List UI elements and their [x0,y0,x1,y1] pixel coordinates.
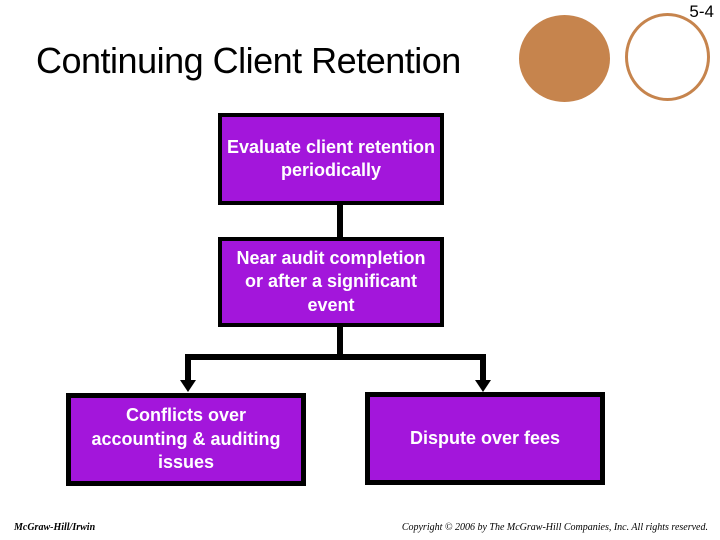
flowchart-node-label: Conflicts over accounting & auditing iss… [91,405,281,473]
connector-branch-horizontal [185,354,486,360]
arrowhead-down-right-icon [475,380,491,392]
connector-near-audit-stem [337,325,343,356]
connector-evaluate-to-near-audit [337,203,343,239]
page-number: 5-4 [689,2,714,21]
connector-branch-left-stem [185,354,191,382]
connector-branch-right-stem [480,354,486,382]
flowchart-node-label: Dispute over fees [409,427,561,448]
tan-filled-circle-icon [519,15,610,102]
flowchart-node-label: Evaluate client retention periodically [226,136,436,180]
flowchart-node-near-audit: Near audit completion or after a signifi… [218,237,444,327]
flowchart-node-label: Near audit completion or after a signifi… [236,247,426,315]
footer-brand: McGraw-Hill/Irwin [14,522,96,533]
flowchart-node-conflicts: Conflicts over accounting & auditing iss… [66,393,306,486]
tan-outlined-circle-icon [625,13,710,101]
footer-copyright: Copyright © 2006 by The McGraw-Hill Comp… [401,522,708,533]
flowchart-node-evaluate: Evaluate client retention periodically [218,113,444,205]
arrowhead-down-left-icon [180,380,196,392]
page-title: Continuing Client Retention [36,40,461,81]
flowchart-node-dispute: Dispute over fees [365,392,605,485]
